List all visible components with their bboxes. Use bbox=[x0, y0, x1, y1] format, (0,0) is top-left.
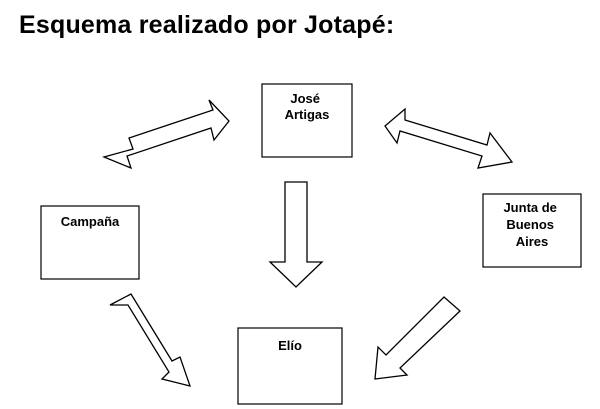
node-label-line: José bbox=[290, 91, 320, 106]
double-arrow-artigas-campana bbox=[101, 99, 230, 170]
node-box-junta bbox=[482, 193, 582, 268]
node-label-artigas: José Artigas bbox=[285, 91, 330, 122]
double-arrow-artigas-junta bbox=[384, 107, 514, 169]
node-label-line: Campaña bbox=[61, 214, 120, 229]
node-label-campana: Campaña bbox=[61, 214, 120, 229]
node-label-line: Aires bbox=[516, 234, 549, 249]
node-label-line: Junta de bbox=[503, 200, 556, 215]
node-label-line: Elío bbox=[278, 338, 302, 353]
diagram-title: Esquema realizado por Jotapé: bbox=[19, 11, 395, 39]
node-label-line: Artigas bbox=[285, 107, 330, 122]
arrow-campana-elio bbox=[109, 293, 192, 387]
arrow-junta-elio bbox=[374, 296, 461, 380]
node-box-artigas bbox=[261, 83, 353, 158]
node-label-line: Buenos bbox=[506, 217, 554, 232]
node-label-elio: Elío bbox=[278, 338, 302, 353]
node-box-campana bbox=[40, 205, 140, 280]
down-arrow-artigas-elio bbox=[268, 181, 324, 288]
node-box-elio bbox=[237, 327, 343, 405]
node-label-junta: Junta de Buenos Aires bbox=[503, 200, 560, 249]
